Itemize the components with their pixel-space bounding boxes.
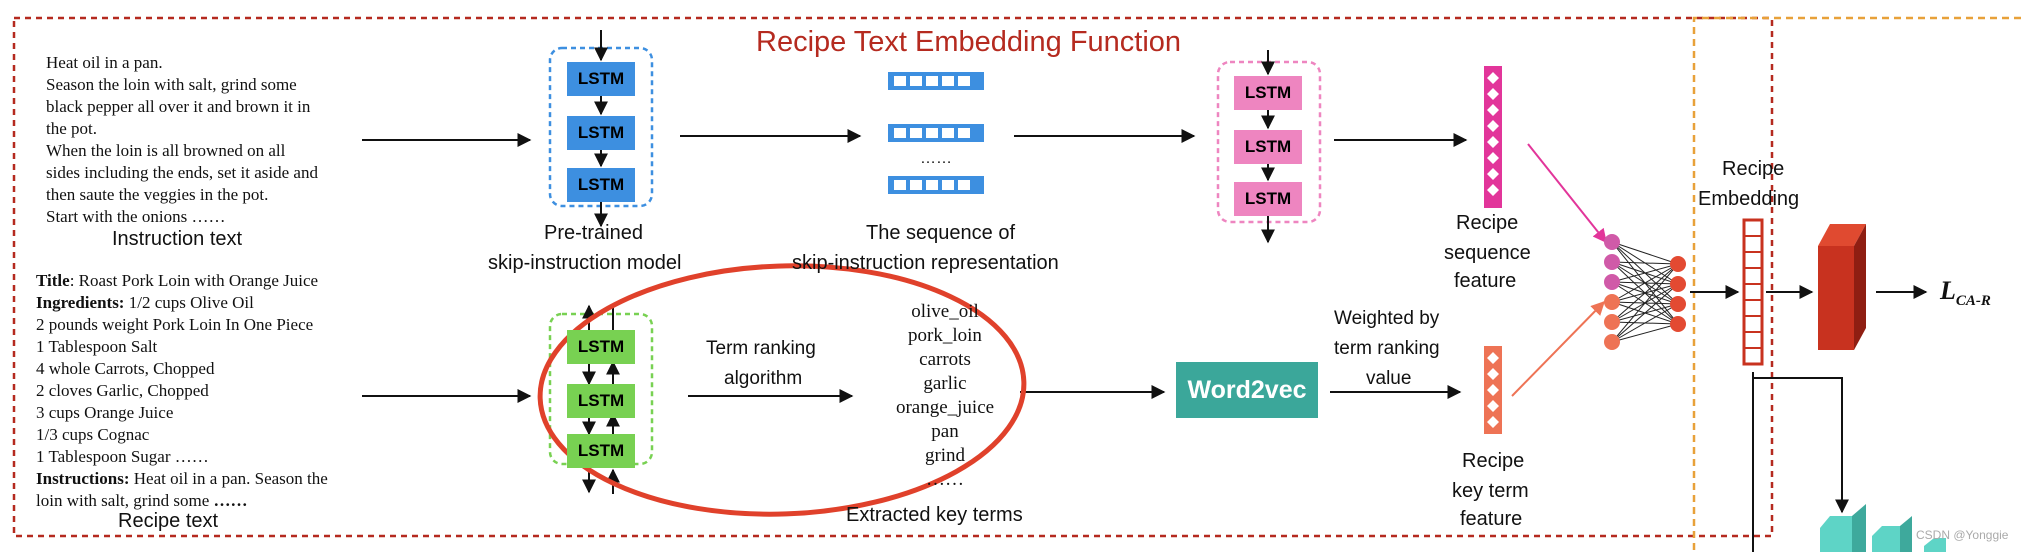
recipe-embedding-label-line2: Embedding bbox=[1698, 188, 1800, 210]
sequence-vector-2 bbox=[888, 124, 984, 142]
pretrained-caption-line2: skip-instruction model bbox=[488, 252, 682, 274]
sequence-feature-label-line1: Recipe bbox=[1456, 212, 1519, 234]
keyterm-feature-label-line3: feature bbox=[1460, 508, 1523, 530]
sequence-feature-label-line2: sequence bbox=[1444, 242, 1531, 264]
ingredient-line: 4 whole Carrots, Chopped bbox=[36, 359, 215, 378]
ingredient-line: 2 cloves Garlic, Chopped bbox=[36, 381, 209, 400]
sequence-caption-line1: The sequence of bbox=[866, 222, 1015, 244]
recipe-instructions-cont: loin with salt, grind some …… bbox=[36, 491, 248, 510]
recipe-title-line: Title: Roast Pork Loin with Orange Juice bbox=[36, 271, 319, 290]
diagram-title: Recipe Text Embedding Function bbox=[756, 26, 1182, 58]
pretrained-lstm-cell: LSTM bbox=[567, 116, 635, 150]
recipe-embedding-vector bbox=[1742, 218, 1764, 366]
pretrained-caption-line1: Pre-trained bbox=[544, 222, 643, 244]
key-term: pork_loin bbox=[908, 325, 982, 346]
word2vec-block: Word2vec bbox=[1176, 362, 1318, 418]
recipe-key-term-feature-vector bbox=[1484, 346, 1502, 434]
keyterm-lstm-cell: LSTM bbox=[567, 434, 635, 468]
key-term: orange_juice bbox=[895, 397, 995, 418]
instruction-line: Season the loin with salt, grind some bbox=[46, 75, 297, 94]
ingredient-line: 3 cups Orange Juice bbox=[36, 403, 174, 422]
key-term-highlight-circle bbox=[537, 263, 1027, 517]
key-terms-caption: Extracted key terms bbox=[846, 504, 1023, 526]
pretrained-lstm-cell: LSTM bbox=[567, 62, 635, 96]
recipe-text-block: Title: Roast Pork Loin with Orange Juice… bbox=[36, 270, 376, 512]
recipe-instructions-line: Instructions: Heat oil in a pan. Season … bbox=[36, 469, 328, 488]
key-term: grind bbox=[924, 445, 966, 466]
keyterm-feature-label-line2: key term bbox=[1452, 480, 1529, 502]
ingredient-line: 2 pounds weight Pork Loin In One Piece bbox=[36, 315, 314, 334]
weighted-label-line2: term ranking bbox=[1334, 338, 1440, 359]
instruction-line: the pot. bbox=[46, 119, 97, 138]
sequence-feature-label-line3: feature bbox=[1454, 270, 1517, 292]
recipe-sequence-feature-vector bbox=[1484, 66, 1502, 208]
ingredient-line: 1 Tablespoon Salt bbox=[36, 337, 158, 356]
key-term: olive_oil bbox=[911, 301, 979, 322]
loss-label: LCA-R bbox=[1940, 276, 1991, 310]
connector-to-teal-blocks bbox=[1754, 377, 1849, 514]
arrow-keyterm-feature-to-network bbox=[1511, 300, 1605, 397]
recipe-embedding-label-line1: Recipe bbox=[1722, 158, 1785, 180]
term-ranking-label-line2: algorithm bbox=[724, 368, 803, 389]
ingredient-line: 1 Tablespoon Sugar …… bbox=[36, 447, 209, 466]
sequence-lstm-cell: LSTM bbox=[1234, 76, 1302, 110]
instruction-line: sides including the ends, set it aside a… bbox=[46, 163, 318, 182]
keyterm-feature-label-line1: Recipe bbox=[1462, 450, 1525, 472]
keyterm-lstm-cell: LSTM bbox=[567, 384, 635, 418]
recipe-text-caption: Recipe text bbox=[118, 510, 219, 532]
fusion-network bbox=[1604, 234, 1686, 350]
sequence-vector-1 bbox=[888, 72, 984, 90]
instruction-text-block: Heat oil in a pan. Season the loin with … bbox=[46, 52, 376, 228]
ingredient-line: 1/3 cups Cognac bbox=[36, 425, 150, 444]
watermark: CSDN @Yonggie bbox=[1916, 528, 2009, 542]
sequence-lstm-cell: LSTM bbox=[1234, 182, 1302, 216]
instruction-line: Heat oil in a pan. bbox=[46, 53, 163, 72]
sequence-dots: …… bbox=[920, 150, 952, 167]
weighted-label-line3: value bbox=[1366, 368, 1412, 389]
sequence-caption-line2: skip-instruction representation bbox=[792, 252, 1059, 274]
recipe-ingredients-line: Ingredients: 1/2 cups Olive Oil bbox=[36, 293, 254, 312]
teal-blocks bbox=[1820, 504, 1946, 552]
key-term: pan bbox=[931, 421, 959, 442]
key-term: …… bbox=[926, 469, 964, 490]
instruction-line: then saute the veggies in the pot. bbox=[46, 185, 269, 204]
recipe-embedding-function-border bbox=[12, 16, 1774, 538]
weighted-label-line1: Weighted by bbox=[1334, 308, 1440, 329]
key-term: garlic bbox=[923, 373, 967, 394]
keyterm-lstm-cell: LSTM bbox=[567, 330, 635, 364]
outer-orange-border bbox=[1692, 16, 2024, 550]
extracted-key-terms-list: olive_oil pork_loin carrots garlic orang… bbox=[870, 300, 1020, 492]
instruction-line: When the loin is all browned on all bbox=[46, 141, 286, 160]
instruction-line: black pepper all over it and brown it in bbox=[46, 97, 311, 116]
projection-layer-block bbox=[1818, 224, 1866, 350]
pretrained-lstm-cell: LSTM bbox=[567, 168, 635, 202]
instruction-line: Start with the onions …… bbox=[46, 207, 226, 226]
instruction-text-caption: Instruction text bbox=[112, 228, 243, 250]
term-ranking-label-line1: Term ranking bbox=[706, 338, 816, 359]
arrow-sequence-feature-to-network bbox=[1527, 143, 1607, 244]
key-term: carrots bbox=[919, 349, 971, 370]
sequence-vector-3 bbox=[888, 176, 984, 194]
sequence-lstm-cell: LSTM bbox=[1234, 130, 1302, 164]
